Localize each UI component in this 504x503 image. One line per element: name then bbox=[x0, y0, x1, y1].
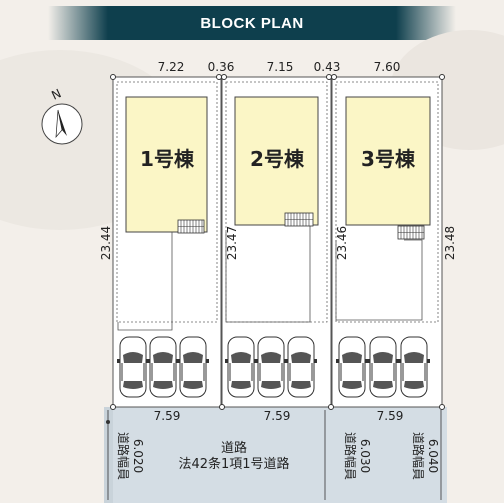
title-banner: BLOCK PLAN bbox=[0, 0, 504, 46]
top-dim-1: 7.22 bbox=[158, 60, 185, 74]
car-icon bbox=[336, 336, 368, 398]
depth-dim-2: 23.47 bbox=[225, 226, 239, 260]
building-2 bbox=[234, 96, 319, 226]
vent-2 bbox=[284, 212, 314, 227]
parking-cars bbox=[117, 336, 430, 398]
road-width-label-1: 道路幅員 bbox=[116, 432, 131, 480]
road-width-label-3: 道路幅員 bbox=[411, 432, 426, 480]
road-designation: 法42条1項1号道路 bbox=[178, 456, 289, 472]
title-bar: BLOCK PLAN bbox=[48, 6, 456, 40]
top-dim-3: 7.15 bbox=[267, 60, 294, 74]
car-icon bbox=[255, 336, 287, 398]
lot-1-label: 1号棟 bbox=[140, 147, 195, 171]
road-area bbox=[104, 407, 447, 503]
car-icon bbox=[117, 336, 149, 398]
walkway-lines bbox=[117, 225, 423, 331]
road-left-strip bbox=[104, 407, 113, 503]
depth-dim-1: 23.44 bbox=[99, 226, 113, 260]
lot-2-label: 2号棟 bbox=[250, 147, 305, 171]
depth-dim-4: 23.48 bbox=[443, 226, 457, 260]
boundary-lines bbox=[112, 76, 443, 408]
building-1 bbox=[125, 96, 208, 233]
frontage-dim-2: 7.59 bbox=[264, 409, 291, 423]
car-icon bbox=[285, 336, 317, 398]
buildings bbox=[125, 96, 431, 233]
frontage-dim-1: 7.59 bbox=[154, 409, 181, 423]
car-icon bbox=[177, 336, 209, 398]
car-icon bbox=[398, 336, 430, 398]
vent-3 bbox=[397, 225, 425, 240]
car-icon bbox=[367, 336, 399, 398]
boundary-markers bbox=[110, 74, 445, 410]
road-width-value-2: 6.030 bbox=[358, 439, 372, 473]
building-3 bbox=[345, 96, 431, 226]
depth-dim-3: 23.46 bbox=[335, 226, 349, 260]
road-width-label-2: 道路幅員 bbox=[343, 432, 358, 480]
road-point-marker bbox=[106, 420, 110, 424]
vent-grids bbox=[177, 212, 425, 240]
road-width-value-1: 6.020 bbox=[131, 439, 145, 473]
page-title: BLOCK PLAN bbox=[200, 14, 304, 32]
car-icon bbox=[147, 336, 179, 398]
frontage-dim-3: 7.59 bbox=[377, 409, 404, 423]
north-arrow-icon: N bbox=[41, 86, 83, 145]
car-icon bbox=[225, 336, 257, 398]
road-name: 道路 bbox=[221, 440, 247, 456]
vent-1 bbox=[177, 219, 205, 234]
top-dim-5: 7.60 bbox=[374, 60, 401, 74]
road-width-arrows bbox=[107, 410, 442, 500]
top-dim-2: 0.36 bbox=[208, 60, 235, 74]
setback-lines bbox=[116, 81, 439, 323]
road-width-value-3: 6.040 bbox=[426, 439, 440, 473]
lot-3-label: 3号棟 bbox=[361, 147, 416, 171]
top-dim-4: 0.43 bbox=[314, 60, 341, 74]
